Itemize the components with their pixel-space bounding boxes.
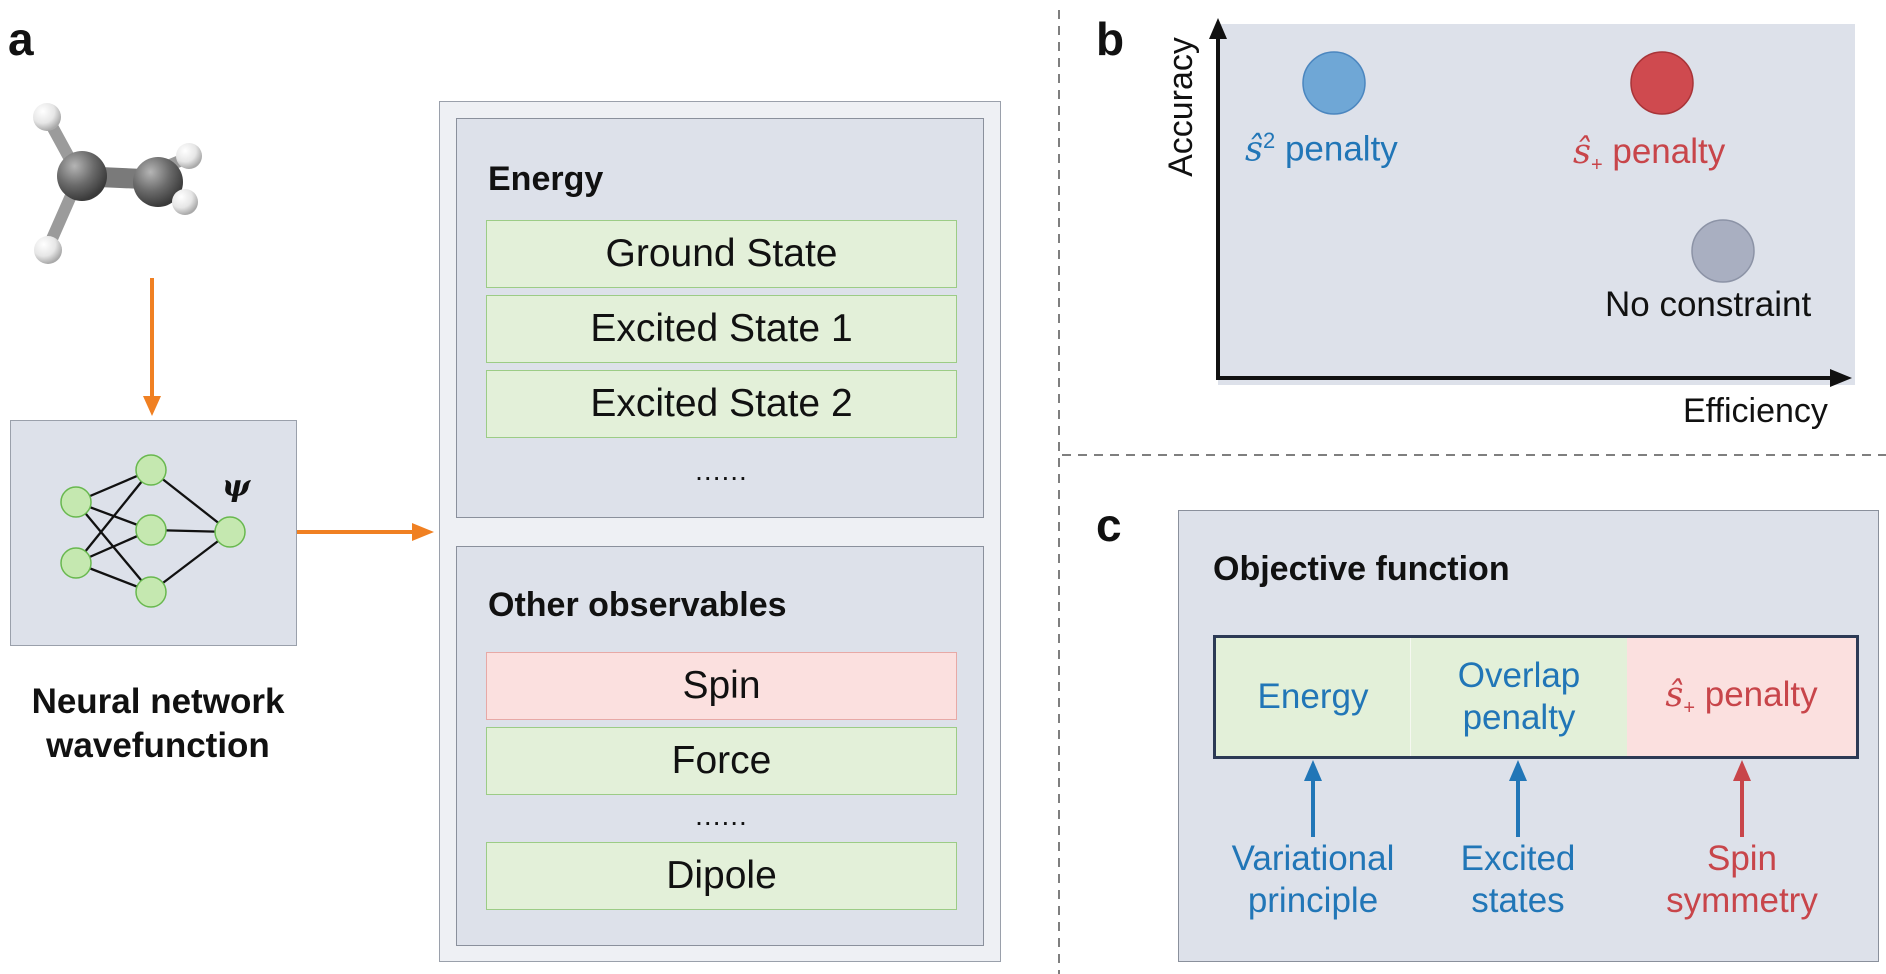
arrow-down-icon xyxy=(143,278,161,416)
plot-axes xyxy=(1209,18,1852,387)
point-splus-penalty xyxy=(1630,51,1694,115)
energy-item-ground-state: Ground State xyxy=(486,220,957,288)
point-s2-penalty xyxy=(1302,51,1366,115)
label-splus-rest: penalty xyxy=(1602,132,1726,171)
x-axis-arrowhead xyxy=(1830,369,1852,387)
label-s2-rest: penalty xyxy=(1275,129,1398,169)
psi-symbol: ψ xyxy=(222,469,251,504)
annotation-variational-principle: Variational principle xyxy=(1231,839,1395,920)
hidden-node-3 xyxy=(135,576,167,608)
arrow-right-icon xyxy=(297,523,434,541)
panel-letter-c: c xyxy=(1096,499,1122,551)
annotation-excited-states: Excited states xyxy=(1460,839,1576,920)
hidden-node-2 xyxy=(135,514,167,546)
energy-section-title: Energy xyxy=(488,160,604,198)
annotation-spin-symmetry: Spin symmetry xyxy=(1666,839,1818,920)
term-splus-penalty: ŝ+ penalty xyxy=(1627,638,1856,756)
input-node-1 xyxy=(60,486,92,518)
term-energy: Energy xyxy=(1216,638,1410,756)
term-splus-rest: penalty xyxy=(1695,675,1818,714)
ethylene-molecule-icon xyxy=(33,103,202,264)
label-s2-sup: 2 xyxy=(1262,128,1276,153)
panel-letter-a: a xyxy=(8,13,34,65)
observable-item-force: Force xyxy=(486,727,957,795)
observable-item-spin: Spin xyxy=(486,652,957,720)
panel-letter-b: b xyxy=(1096,13,1125,65)
label-no-constraint: No constraint xyxy=(1605,285,1812,324)
network-label: Neural network wavefunction xyxy=(31,682,285,765)
neural-network-diagram xyxy=(60,454,246,608)
arrow-up-icon-spin xyxy=(1733,760,1751,837)
y-axis-label: Accuracy xyxy=(1162,37,1200,177)
hidden-node-1 xyxy=(135,454,167,486)
arrow-up-icon-variational xyxy=(1304,760,1322,837)
energy-item-excited-state-1: Excited State 1 xyxy=(486,295,957,363)
observable-item-dipole: Dipole xyxy=(486,842,957,910)
point-no-constraint xyxy=(1691,219,1755,283)
label-s2-penalty: ŝ2 penalty xyxy=(1245,130,1398,168)
label-splus-sub: + xyxy=(1590,154,1603,176)
energy-item-excited-state-2: Excited State 2 xyxy=(486,370,957,438)
x-axis-label: Efficiency xyxy=(1683,392,1828,430)
label-s2-base: ŝ xyxy=(1245,129,1263,170)
term-arrows xyxy=(1304,760,1751,837)
objective-function-title: Objective function xyxy=(1213,550,1510,588)
label-splus-penalty: ŝ+ penalty xyxy=(1573,134,1725,175)
term-splus-sub: + xyxy=(1683,697,1696,719)
label-splus-base: ŝ xyxy=(1573,132,1591,172)
observables-section-title: Other observables xyxy=(488,586,787,624)
term-splus-base: ŝ xyxy=(1665,675,1684,715)
y-axis-arrowhead xyxy=(1209,18,1227,39)
input-node-2 xyxy=(60,547,92,579)
term-overlap-penalty: Overlap penalty xyxy=(1410,638,1627,756)
arrow-up-icon-excited xyxy=(1509,760,1527,837)
output-node xyxy=(214,516,246,548)
energy-ellipsis: ...... xyxy=(695,455,748,486)
observables-ellipsis: ...... xyxy=(695,800,748,831)
